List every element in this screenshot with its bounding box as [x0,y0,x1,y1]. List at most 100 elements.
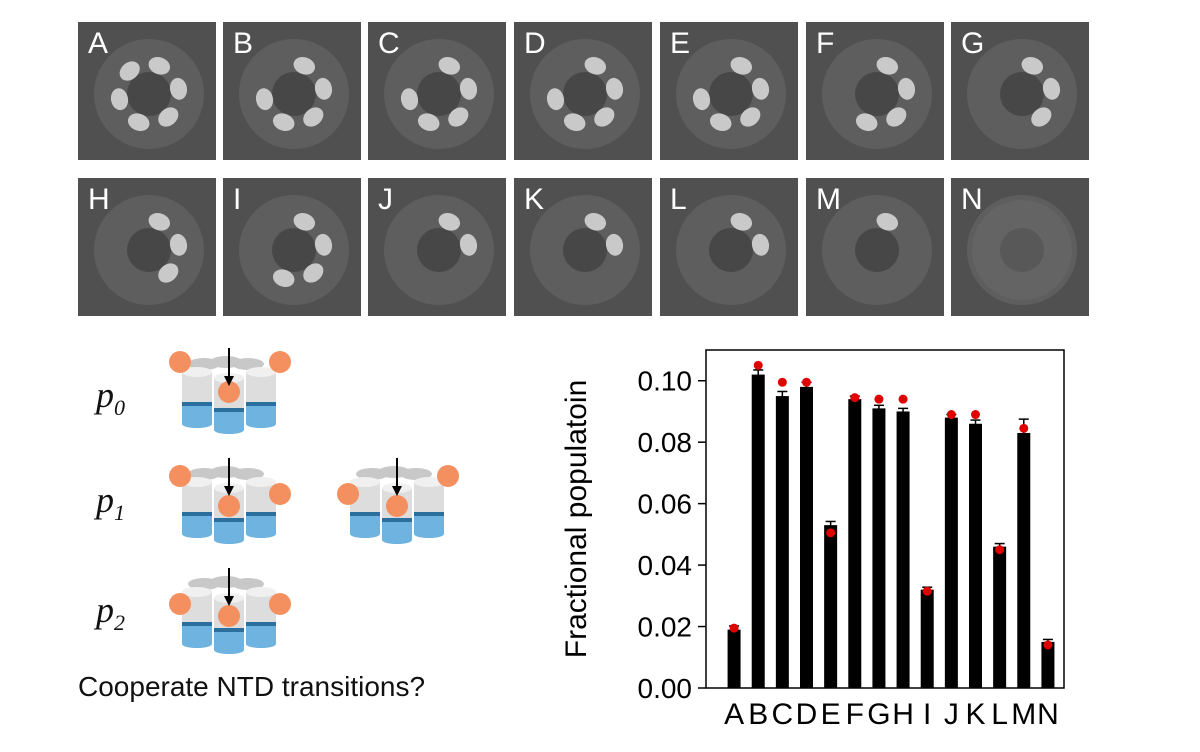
subunit-lower [182,626,212,644]
model-point-F [850,393,860,403]
x-tick-label: L [991,698,1008,731]
hexamer-model [169,348,291,434]
subunit-density [255,88,274,111]
subunit-density [127,113,150,132]
subunit-density [303,107,324,127]
tile-label: N [961,183,983,216]
particle-center [272,72,316,116]
subunit-band [350,512,380,516]
bar-K [969,423,982,688]
particle-center [855,228,899,272]
class-average-tile: K [514,178,652,316]
tile-label: G [961,27,985,60]
subunit-density [730,212,753,231]
subunit-band [182,402,212,406]
p1-subscript: 1 [114,500,125,525]
class-average-tile: A [78,22,216,160]
bar-C [775,396,789,688]
subunit-lower [182,516,212,534]
particle-center [127,228,171,272]
p1-symbol: p [96,480,114,520]
subunit-density [709,113,732,132]
particle-center [272,228,316,272]
y-tick-label: 0.06 [638,489,693,520]
subunit-density [1042,77,1061,100]
subunit-top [232,578,264,590]
p2-subscript: 2 [114,610,125,635]
model-point-E [826,528,836,538]
x-tick-label: F [846,698,864,731]
particle-center [709,228,753,272]
subunit-lower [246,406,276,424]
subunit-density [730,56,753,75]
subunit-band [214,408,244,412]
subunit-density [272,269,295,288]
p0-symbol: p [96,375,114,415]
subunit-cap [414,477,444,487]
p2-label: p2 [96,590,125,643]
subunit-density [584,212,607,231]
class-average-tile: J [368,178,506,316]
subunit-density [417,113,440,132]
ntd-ball [218,495,240,517]
bar-F [848,399,862,688]
subunit-density [546,88,565,111]
tile-label: J [378,183,393,216]
particle-image [530,195,640,305]
subunit-density [303,263,324,283]
model-point-B [753,360,763,370]
x-tick-label: A [724,698,744,731]
subunit-density [314,233,333,256]
subunit-density [158,107,179,127]
subunit-density [855,113,878,132]
class-average-tile: I [223,178,361,316]
subunit-base [246,530,276,538]
tile-label: H [88,183,110,216]
subunit-band [214,518,244,522]
particle-image [239,39,349,149]
subunit-base [246,420,276,428]
y-tick-label: 0.10 [638,366,693,397]
subunit-band [182,622,212,626]
subunit-density [314,77,333,100]
particle-center [417,72,461,116]
ntd-ball [269,483,291,505]
particle-center [855,72,899,116]
ntd-ball [437,465,459,487]
subunit-density [1031,107,1052,127]
class-average-tile: D [514,22,652,160]
subunit-cap [182,367,212,377]
tile-label: M [816,183,841,216]
particle-image [384,39,494,149]
subunit-density [740,107,761,127]
class-average-tile: M [806,178,944,316]
particle-center [563,72,607,116]
x-tick-label: C [772,698,794,731]
subunit-density [119,61,140,81]
subunit-density [272,113,295,132]
particle-image [822,39,932,149]
model-point-N [1043,640,1053,650]
tile-label: B [233,27,254,60]
particle-center [1000,72,1044,116]
y-tick-label: 0.04 [638,550,693,581]
y-tick-label: 0.08 [638,427,693,458]
bar-A [727,629,741,688]
subunit-density [169,233,188,256]
model-point-A [729,623,739,633]
class-average-tile: E [660,22,798,160]
particle-image [94,39,204,149]
x-tick-label: E [821,698,841,731]
model-point-G [874,394,884,404]
subunit-lower [214,522,244,540]
tile-label: D [524,27,546,60]
bar-L [993,546,1007,688]
particle-image [676,39,786,149]
subunit-base [350,530,380,538]
bar-B [751,374,765,688]
subunit-base [182,530,212,538]
subunit-band [246,622,276,626]
subunit-top [400,468,432,480]
class-average-tile: F [806,22,944,160]
x-tick-label: H [892,698,914,731]
